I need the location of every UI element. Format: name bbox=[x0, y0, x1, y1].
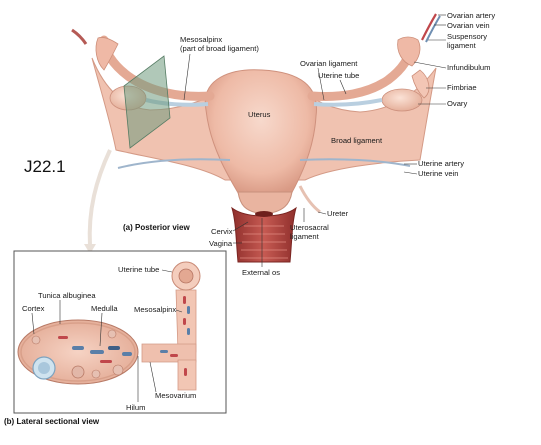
right-ovary bbox=[381, 88, 423, 112]
label-cortex: Cortex bbox=[22, 304, 45, 313]
left-ovarian-vessels bbox=[71, 28, 88, 45]
right-fimbriae bbox=[411, 69, 430, 99]
label-b-mesosalpinx: Mesosalpinx bbox=[134, 305, 176, 314]
label-suspensory-2: ligament bbox=[447, 41, 477, 50]
section-plane bbox=[123, 55, 171, 149]
stalk-vessels bbox=[160, 296, 190, 376]
posterior-view-illustration bbox=[71, 13, 441, 263]
left-fimbriae bbox=[95, 37, 119, 71]
label-infundibulum: Infundibulum bbox=[447, 63, 490, 72]
label-b-uterine-tube: Uterine tube bbox=[118, 265, 159, 274]
label-ovary: Ovary bbox=[447, 99, 467, 108]
lateral-section-inset bbox=[13, 250, 227, 414]
medulla-vessels bbox=[58, 336, 132, 363]
label-hilum: Hilum bbox=[126, 403, 145, 412]
figure-code: J22.1 bbox=[24, 157, 66, 176]
label-vagina: Vagina bbox=[209, 239, 233, 248]
posterior-view-labels: Ovarian artery Ovarian vein Suspensory l… bbox=[123, 11, 495, 277]
uterine-vessels-left bbox=[117, 158, 231, 169]
label-ovarian-ligament: Ovarian ligament bbox=[300, 59, 358, 68]
label-mesovarium: Mesovarium bbox=[155, 391, 196, 400]
ovarian-artery-vessel bbox=[421, 13, 437, 41]
vagina-tube bbox=[231, 206, 297, 263]
label-fimbriae: Fimbriae bbox=[447, 83, 477, 92]
label-uterus: Uterus bbox=[248, 110, 271, 119]
label-lateral-view: (b) Lateral sectional view bbox=[4, 417, 100, 426]
uterine-vessels-right bbox=[299, 158, 411, 167]
label-suspensory-1: Suspensory bbox=[447, 32, 487, 41]
label-broad-ligament: Broad ligament bbox=[331, 136, 383, 145]
ovarian-ligament-right bbox=[313, 98, 383, 107]
ovarian-vein-vessel bbox=[425, 15, 441, 43]
label-medulla: Medulla bbox=[91, 304, 118, 313]
ureter-right bbox=[298, 185, 321, 214]
label-ovarian-artery: Ovarian artery bbox=[447, 11, 495, 20]
label-mesosalpinx-1: Mesosalpinx bbox=[180, 35, 222, 44]
label-uterine-vein: Uterine vein bbox=[418, 169, 459, 178]
label-tunica-albuginea: Tunica albuginea bbox=[38, 291, 96, 300]
section-arrow-head bbox=[84, 244, 96, 254]
ovarian-follicles bbox=[31, 329, 124, 380]
uterus-body bbox=[204, 69, 317, 197]
vagina-rugae bbox=[240, 225, 288, 259]
label-ureter: Ureter bbox=[327, 209, 349, 218]
label-posterior-view: (a) Posterior view bbox=[123, 223, 190, 232]
cervix-shape bbox=[237, 191, 293, 215]
label-uterosacral-2: ligament bbox=[290, 232, 320, 241]
label-ovarian-vein: Ovarian vein bbox=[447, 21, 490, 30]
uterine-tube-lumen bbox=[178, 268, 194, 284]
external-os-opening bbox=[255, 211, 273, 217]
lateral-view-labels: Uterine tube Mesosalpinx Tunica albugine… bbox=[4, 265, 196, 426]
label-uterine-artery: Uterine artery bbox=[418, 159, 464, 168]
mesovarium-stalk bbox=[141, 343, 197, 363]
label-uterine-tube: Uterine tube bbox=[318, 71, 359, 80]
label-external-os: External os bbox=[242, 268, 280, 277]
lower-stalk bbox=[177, 359, 197, 391]
label-cervix: Cervix bbox=[211, 227, 233, 236]
label-mesosalpinx-2: (part of broad ligament) bbox=[180, 44, 259, 53]
label-uterosacral-1: Uterosacral bbox=[290, 223, 329, 232]
tunica-albuginea-layer bbox=[20, 322, 136, 382]
right-infundibulum bbox=[397, 36, 421, 67]
section-arrow bbox=[87, 149, 112, 247]
